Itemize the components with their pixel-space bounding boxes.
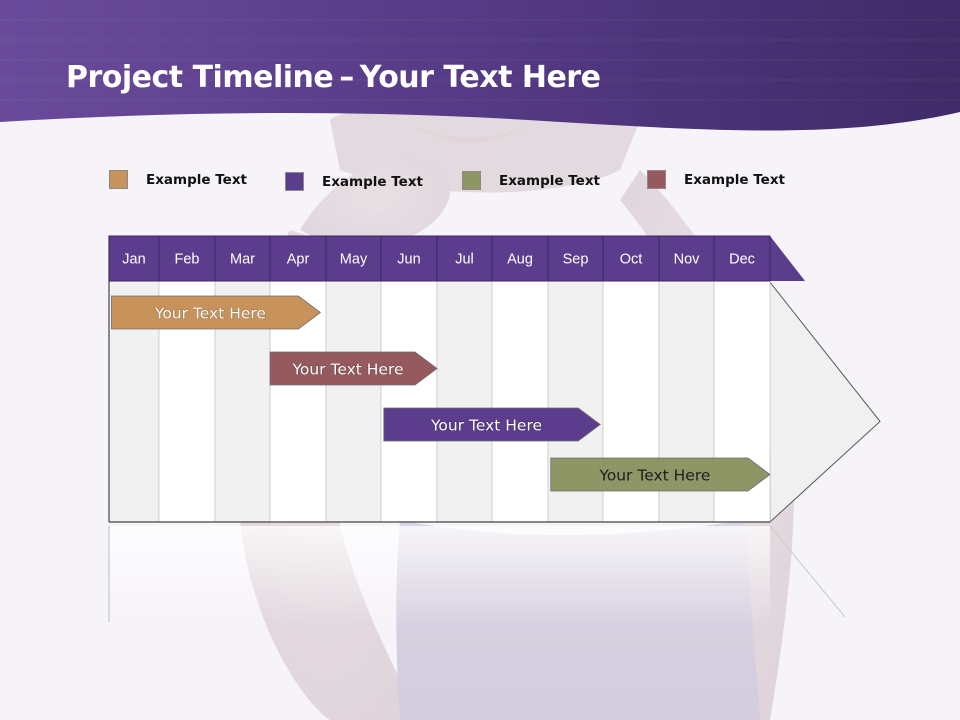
legend-swatch-3 xyxy=(462,171,481,190)
month-label: Apr xyxy=(287,252,310,268)
legend-item-3: Example Text xyxy=(462,171,600,190)
month-header-cell xyxy=(547,235,604,282)
month-header-cell xyxy=(108,235,160,282)
month-label: Feb xyxy=(175,252,200,268)
month-header-cell xyxy=(269,235,327,282)
task-bar-3[interactable]: Your Text Here xyxy=(383,407,601,442)
legend-item-2: Example Text xyxy=(285,172,423,191)
month-header-cell xyxy=(491,235,549,282)
month-label: May xyxy=(340,252,368,268)
month-label: Aug xyxy=(507,252,533,268)
month-label: Mar xyxy=(230,252,255,268)
task-arrow-shape xyxy=(550,457,771,492)
task-label: Your Text Here xyxy=(430,417,542,435)
legend-item-4: Example Text xyxy=(647,170,785,189)
task-label: Your Text Here xyxy=(154,305,266,323)
header-arrow-cap xyxy=(770,236,805,281)
timeline-arrow xyxy=(768,279,881,524)
legend-swatch-4 xyxy=(647,170,666,189)
reflection-fill xyxy=(109,526,770,626)
task-bar-2[interactable]: Your Text Here xyxy=(269,351,438,386)
legend-swatch-1 xyxy=(109,170,128,189)
header-band xyxy=(0,0,960,131)
legend-label-2: Example Text xyxy=(322,173,423,190)
title-subtitle: Your Text Here xyxy=(359,60,601,95)
task-arrow-shape xyxy=(111,295,322,330)
month-header-cell xyxy=(713,235,771,282)
month-header-cell xyxy=(436,235,493,282)
legend-label-3: Example Text xyxy=(499,172,600,189)
month-label: Jul xyxy=(455,252,474,268)
arrow-head xyxy=(768,279,881,524)
task-label: Your Text Here xyxy=(291,361,403,379)
month-label: Nov xyxy=(674,252,701,268)
timeline-reflection xyxy=(108,525,846,626)
month-column-aug xyxy=(491,280,549,523)
legend-label-1: Example Text xyxy=(146,171,247,188)
month-column-may xyxy=(325,280,382,523)
task-label: Your Text Here xyxy=(598,467,710,485)
month-column-jun xyxy=(380,280,438,523)
month-label: Dec xyxy=(729,252,755,268)
month-label: Sep xyxy=(563,252,589,268)
month-header-cell xyxy=(325,235,382,282)
month-label: Jan xyxy=(122,252,145,268)
task-arrow-shape xyxy=(269,351,438,386)
task-arrow-shape xyxy=(383,407,601,442)
task-bar-1[interactable]: Your Text Here xyxy=(111,295,322,330)
month-header-cell xyxy=(214,235,271,282)
title-main: Project Timeline xyxy=(66,60,334,95)
month-column-jul xyxy=(436,280,493,523)
legend-item-1: Example Text xyxy=(109,170,247,189)
month-header-cell xyxy=(658,235,715,282)
task-bar-4[interactable]: Your Text Here xyxy=(550,457,771,492)
month-label: Oct xyxy=(620,252,643,268)
month-header-cell xyxy=(380,235,438,282)
month-header-cell xyxy=(602,235,660,282)
legend-swatch-2 xyxy=(285,172,304,191)
legend-label-4: Example Text xyxy=(684,171,785,188)
title-separator: – xyxy=(339,60,354,95)
slide-title: Project Timeline–Your Text Here xyxy=(66,60,601,95)
month-header-row: Jan Feb Mar Apr May Jun Jul Aug Sep Oct Nov Dec xyxy=(108,235,805,282)
reflection-edge-right xyxy=(769,525,846,618)
month-label: Jun xyxy=(397,252,420,268)
